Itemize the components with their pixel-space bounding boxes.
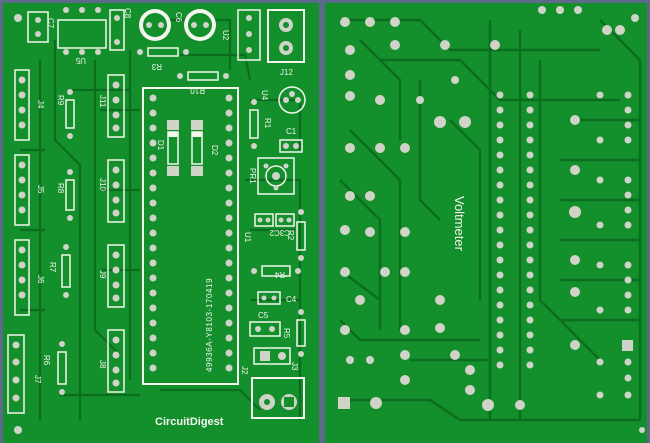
label-u4: U4: [260, 90, 269, 101]
brand-logo-text: CircuitDigest: [155, 416, 224, 428]
j2-terminal: J2: [240, 366, 305, 419]
label-r6: R6: [42, 355, 51, 366]
right-terminal-pads: [631, 14, 645, 433]
label-c3c2: C3C2: [269, 228, 290, 237]
label-j6: J6: [36, 275, 45, 284]
label-u5: U5: [75, 56, 86, 65]
label-j12: J12: [280, 68, 293, 77]
label-r8: R8: [56, 183, 65, 194]
c6-footprint: C6: [139, 9, 183, 41]
label-r7: R7: [48, 262, 57, 273]
j10-header: J10: [98, 159, 125, 223]
label-j10: J10: [98, 178, 107, 191]
d2-footprint: D2: [191, 120, 219, 176]
right-board-traces: [339, 18, 642, 422]
label-r2: R2: [286, 230, 295, 241]
label-c6: C6: [174, 12, 183, 23]
left-pcb-board: C7 U5 C8 C6 U2: [3, 3, 319, 443]
u4-footprint: U4: [260, 86, 306, 114]
j12-terminal: J12: [267, 9, 305, 77]
c3-c2-footprints: C3C2: [254, 213, 295, 237]
label-c8: C8: [123, 8, 132, 19]
label-j8: J8: [98, 360, 107, 369]
u1-right-pins: [225, 94, 233, 372]
label-pr1: PR1: [248, 168, 257, 184]
label-r10: R10: [190, 86, 205, 95]
part-number-text: 49936A-Y8103-170419: [205, 278, 214, 372]
c5-footprint: C5: [249, 311, 281, 337]
label-j7: J7: [33, 375, 42, 384]
label-j2: J2: [240, 366, 249, 375]
r7-footprint: R7: [48, 244, 71, 298]
c1-footprint: C1: [279, 127, 303, 153]
j6-header: J6: [14, 239, 45, 316]
c8-footprint: C8: [109, 8, 132, 51]
u1-dip-socket: U1 49936A-Y8103-170419: [142, 87, 252, 385]
label-d1: D1: [156, 140, 165, 151]
j8-header: J8: [98, 329, 125, 393]
label-c1: C1: [286, 127, 297, 136]
j9-header: J9: [98, 244, 125, 308]
label-r3: R3: [151, 62, 162, 71]
label-j3: J3: [290, 362, 299, 371]
label-u1: U1: [243, 232, 252, 243]
r9-footprint: R9: [56, 89, 75, 139]
label-c7: C7: [46, 18, 55, 29]
r2-footprint: R2: [286, 209, 306, 261]
r3-footprint: R3: [137, 47, 189, 71]
capacitor-2-footprint: [184, 9, 216, 41]
pr1-potentiometer: PR1: [248, 157, 295, 195]
d1-footprint: D1: [156, 120, 179, 176]
r10-footprint: R10: [177, 71, 229, 95]
right-edge-pads: [596, 91, 633, 399]
u1-left-pins: [149, 94, 157, 372]
label-u2: U2: [221, 30, 230, 41]
label-j5: J5: [36, 185, 45, 194]
label-r1: R1: [263, 118, 272, 129]
label-j4: J4: [36, 100, 45, 109]
j11-header: J11: [98, 74, 125, 138]
j7-header: J7: [7, 334, 42, 414]
label-j9: J9: [98, 270, 107, 279]
right-dip-pads-left: [496, 91, 504, 369]
right-pcb-board: Voltmeter: [325, 3, 647, 443]
j4-header: J4: [14, 69, 45, 141]
c7-footprint: C7: [27, 11, 55, 43]
label-r4: R4: [274, 270, 285, 279]
label-r9: R9: [56, 95, 65, 106]
r5-footprint: R5: [282, 309, 306, 357]
j5-header: J5: [14, 154, 45, 226]
label-d2: D2: [210, 145, 219, 156]
board-title-voltmeter: Voltmeter: [452, 196, 467, 252]
r4-footprint: R4: [251, 265, 301, 279]
c4-footprint: C4: [257, 291, 297, 305]
label-c4: C4: [286, 295, 297, 304]
u2-footprint: U2: [221, 9, 261, 61]
r1-footprint: R1: [249, 99, 272, 149]
label-r5: R5: [282, 328, 291, 339]
u5-footprint: U5: [57, 7, 107, 65]
r6-footprint: R6: [42, 341, 67, 395]
right-board-pads: [338, 6, 625, 411]
label-c5: C5: [258, 311, 269, 320]
j3-header: J3: [253, 347, 299, 371]
r8-footprint: R8: [56, 169, 75, 221]
label-j11: J11: [98, 95, 107, 108]
right-dip-pads-right: [526, 91, 534, 369]
